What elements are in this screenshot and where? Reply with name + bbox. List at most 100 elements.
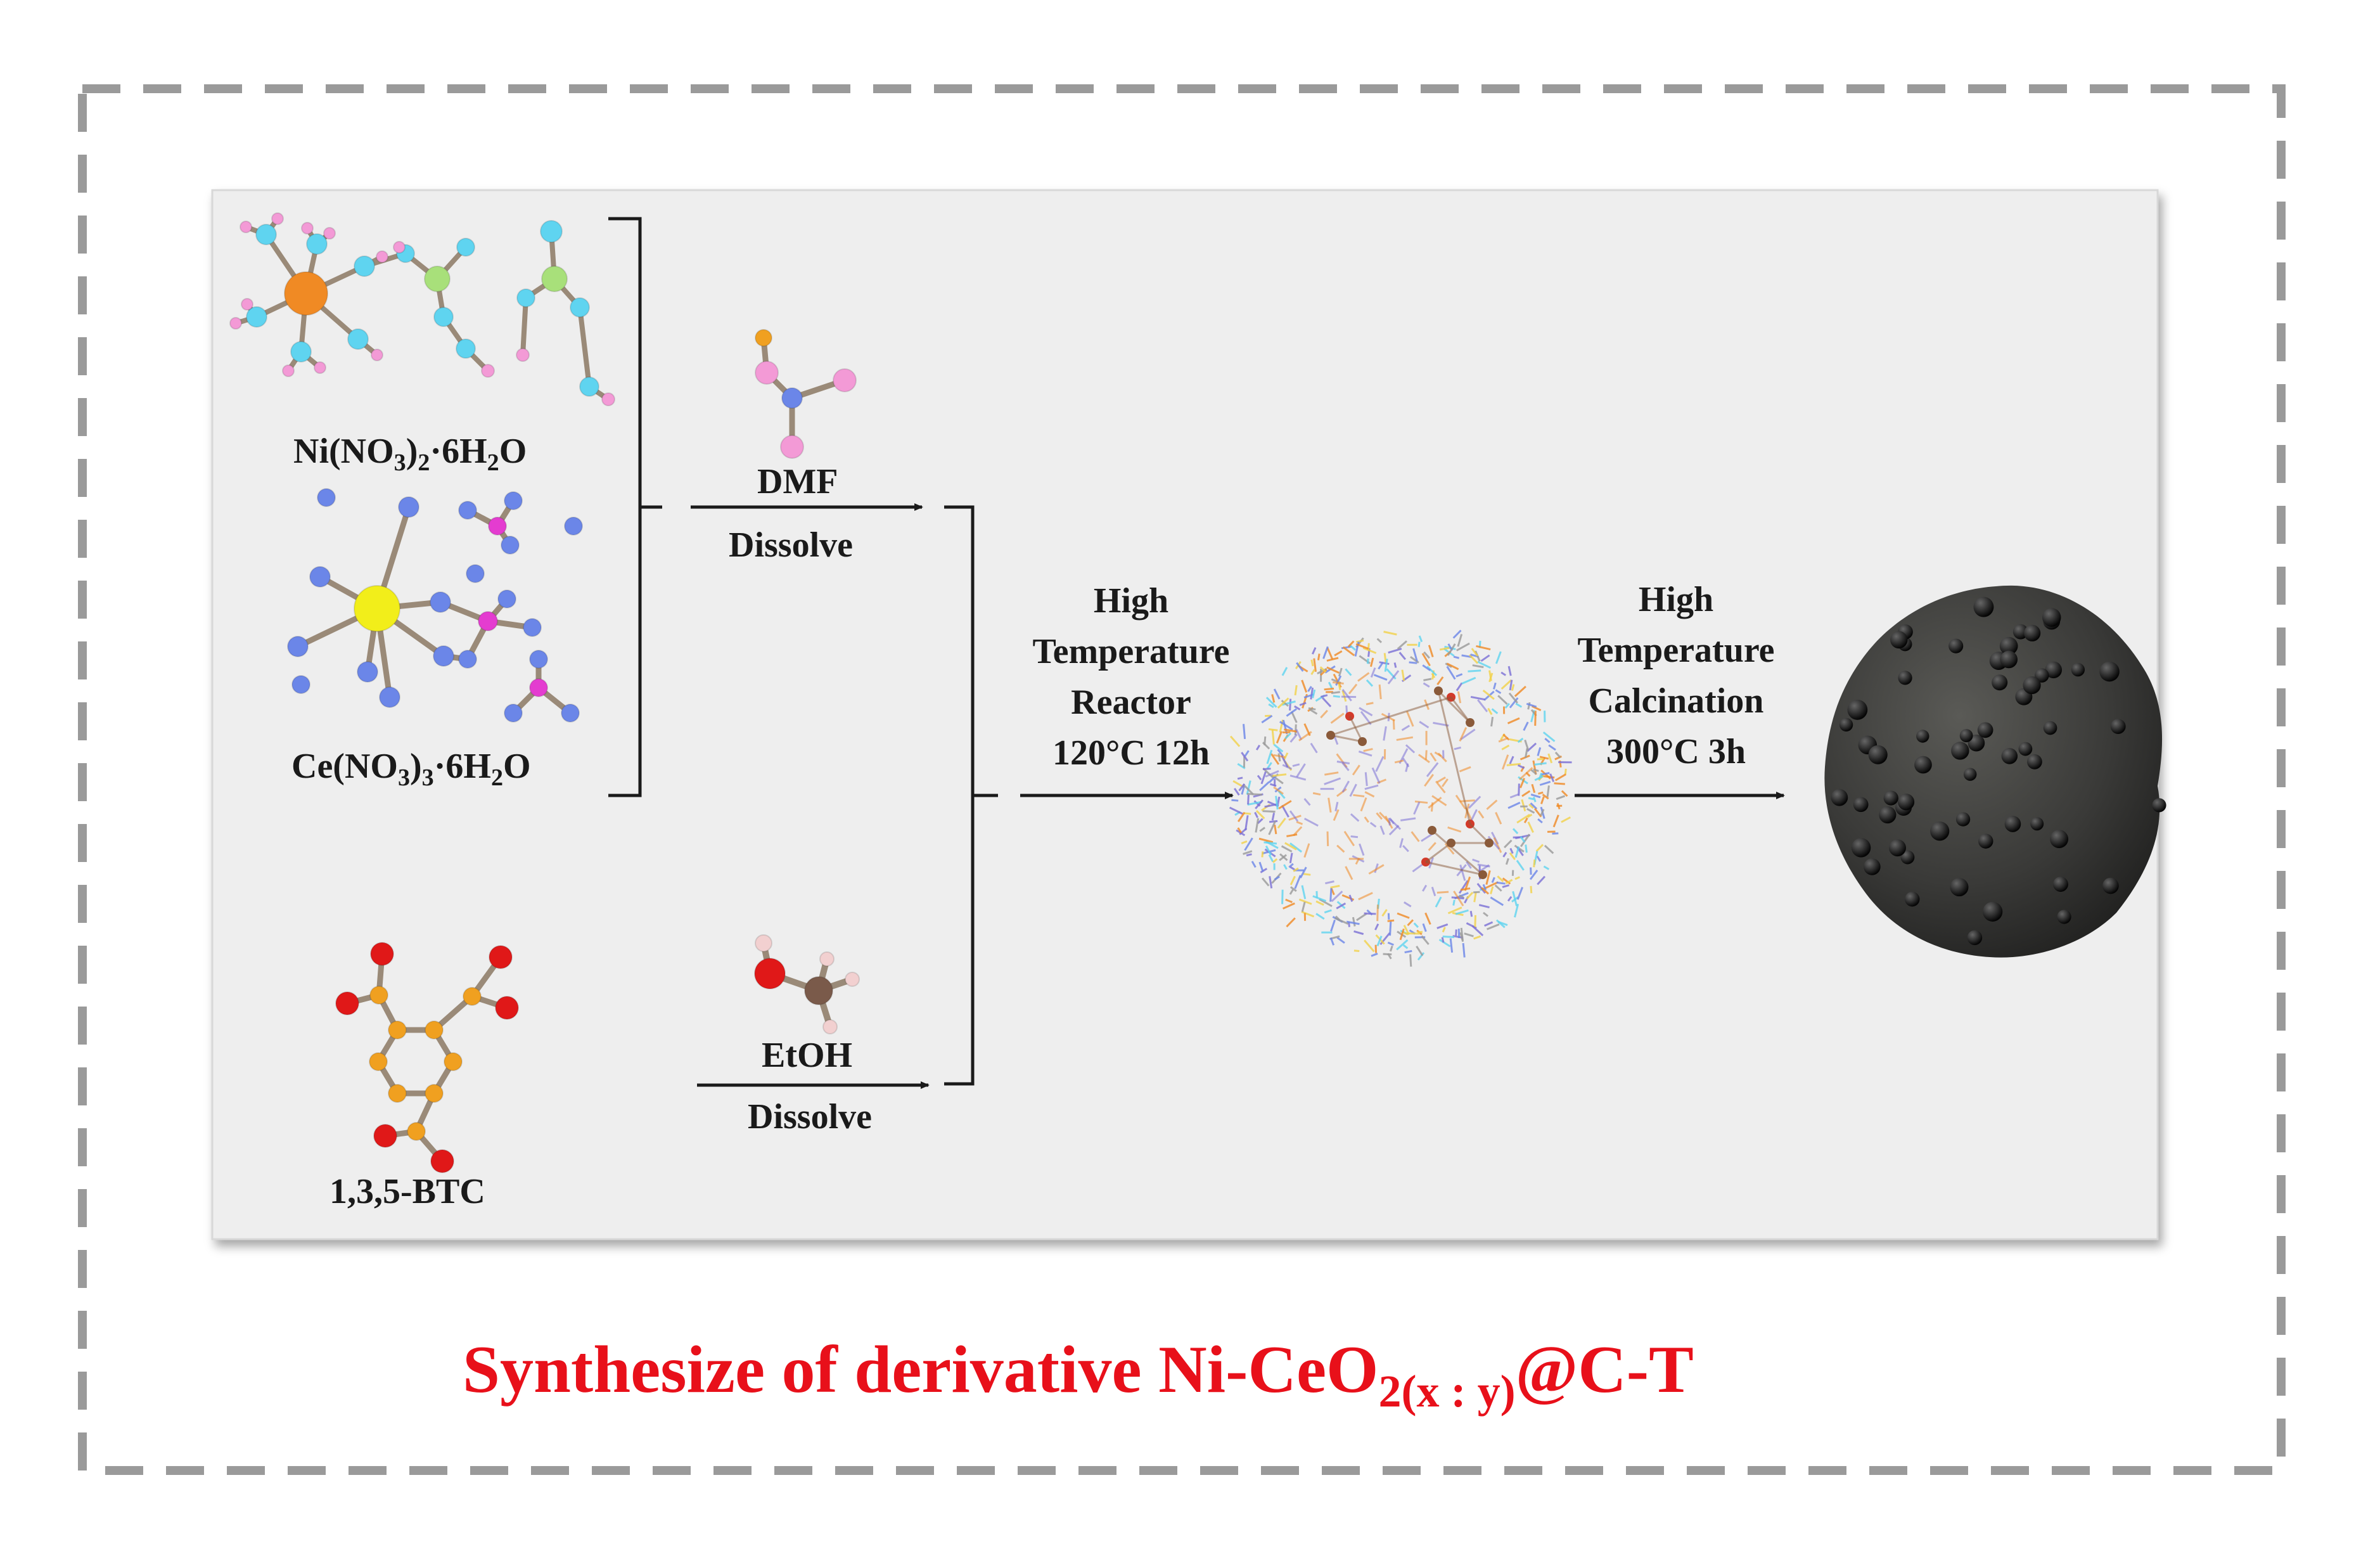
framework-stick xyxy=(1255,799,1264,809)
framework-stick xyxy=(1367,643,1370,650)
framework-stick xyxy=(1289,889,1294,895)
linker-bond xyxy=(1437,690,1471,825)
nanoparticle xyxy=(1955,812,1971,827)
framework-stick xyxy=(1531,783,1536,794)
atom xyxy=(781,387,803,409)
framework-stick xyxy=(1439,647,1450,651)
framework-stick xyxy=(1509,847,1514,854)
framework-stick xyxy=(1508,692,1518,704)
framework-stick xyxy=(1528,797,1534,801)
framework-stick xyxy=(1264,841,1277,845)
framework-stick xyxy=(1478,864,1490,873)
framework-stick xyxy=(1308,707,1316,711)
framework-stick xyxy=(1441,937,1445,943)
framework-stick xyxy=(1289,866,1295,871)
framework-stick xyxy=(1388,648,1402,654)
framework-stick xyxy=(1326,666,1340,674)
atom xyxy=(504,491,523,510)
framework-stick xyxy=(1244,812,1251,815)
framework-stick xyxy=(1260,771,1267,785)
framework-stick xyxy=(1436,923,1449,929)
framework-stick xyxy=(1456,682,1463,692)
framework-stick xyxy=(1455,794,1466,809)
framework-stick xyxy=(1289,810,1299,822)
framework-stick xyxy=(1251,861,1257,868)
framework-stick xyxy=(1509,697,1519,709)
framework-stick xyxy=(1397,912,1410,919)
framework-stick xyxy=(1500,671,1506,676)
framework-stick xyxy=(1321,694,1328,698)
framework-stick xyxy=(1456,673,1463,678)
framework-stick xyxy=(1423,682,1430,688)
framework-stick xyxy=(1338,667,1343,677)
framework-stick xyxy=(1243,724,1246,739)
atom xyxy=(497,589,516,608)
framework-stick xyxy=(1266,762,1272,769)
framework-stick xyxy=(1422,884,1428,892)
atom xyxy=(388,1084,407,1103)
framework-stick xyxy=(1514,685,1526,697)
atom xyxy=(833,368,857,392)
framework-stick xyxy=(1424,912,1431,925)
framework-stick xyxy=(1400,817,1416,821)
framework-stick xyxy=(1477,699,1488,712)
framework-stick xyxy=(1359,707,1373,717)
nanoparticle xyxy=(2110,719,2126,735)
atom xyxy=(458,501,477,520)
framework-stick xyxy=(1491,708,1499,714)
framework-stick xyxy=(1435,896,1442,908)
dmf-molecule xyxy=(755,329,857,459)
framework-stick xyxy=(1281,804,1289,818)
framework-stick xyxy=(1521,799,1526,812)
framework-stick xyxy=(1502,884,1510,889)
framework-stick xyxy=(1469,809,1478,822)
framework-stick xyxy=(1534,762,1547,766)
nanoparticle xyxy=(2024,624,2041,641)
framework-stick xyxy=(1387,953,1392,960)
framework-stick xyxy=(1331,891,1343,903)
framework-stick xyxy=(1474,915,1476,928)
framework-stick xyxy=(1506,763,1521,766)
nanoparticle xyxy=(2045,661,2063,679)
framework-stick xyxy=(1517,737,1524,743)
framework-stick xyxy=(1289,842,1303,853)
framework-stick xyxy=(1517,764,1525,769)
framework-stick xyxy=(1564,768,1567,775)
nanoparticle xyxy=(1959,729,1973,742)
framework-stick xyxy=(1364,939,1375,953)
framework-stick xyxy=(1336,844,1345,853)
atom xyxy=(306,233,328,255)
framework-stick xyxy=(1470,695,1486,701)
framework-stick xyxy=(1260,868,1268,873)
atom xyxy=(819,951,835,967)
framework-stick xyxy=(1336,761,1350,765)
atom xyxy=(463,987,482,1006)
framework-stick xyxy=(1247,794,1250,805)
atom xyxy=(601,392,615,406)
nanoparticle xyxy=(2001,748,2018,764)
solvent-bracket xyxy=(944,505,998,1086)
framework-stick xyxy=(1324,687,1334,691)
framework-stick xyxy=(1437,752,1447,763)
bond xyxy=(577,305,592,389)
framework-stick xyxy=(1317,653,1321,660)
framework-stick xyxy=(1342,646,1355,657)
atom xyxy=(456,238,475,257)
framework-stick xyxy=(1533,768,1539,772)
framework-stick xyxy=(1325,880,1334,885)
framework-stick xyxy=(1447,643,1456,656)
nanoparticle xyxy=(1831,788,1848,806)
framework-stick xyxy=(1524,739,1530,750)
nanoparticle xyxy=(2057,910,2071,924)
framework-stick xyxy=(1289,733,1298,743)
framework-stick xyxy=(1416,946,1424,956)
framework-stick xyxy=(1273,754,1286,759)
atom xyxy=(240,221,252,233)
atom xyxy=(466,564,485,583)
framework-stick xyxy=(1246,780,1251,795)
framework-stick xyxy=(1519,836,1526,843)
framework-stick xyxy=(1292,763,1300,768)
framework-stick xyxy=(1254,811,1259,818)
framework-stick xyxy=(1324,771,1339,776)
